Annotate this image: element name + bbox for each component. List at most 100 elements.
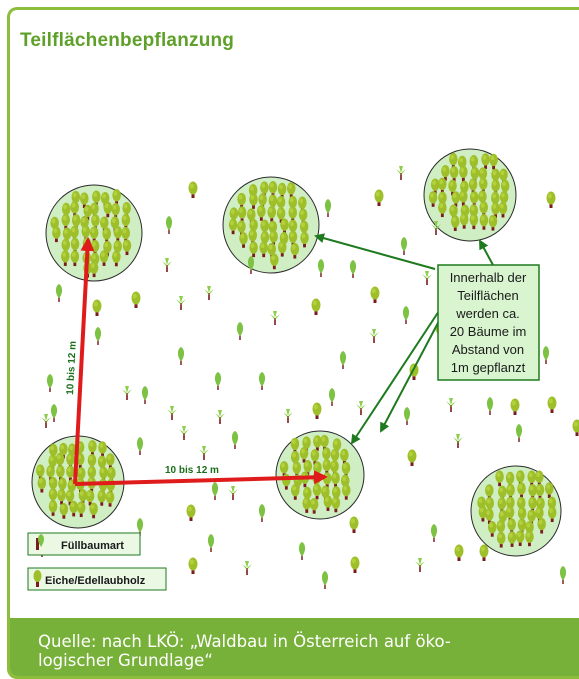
oak-tree-icon <box>298 208 308 225</box>
filler-tree-icon <box>46 374 54 392</box>
annotation-line-1: Innerhalb der <box>450 270 527 285</box>
oak-tree-icon <box>122 201 131 218</box>
oak-tree-icon <box>48 454 58 471</box>
oak-tree-icon <box>299 446 309 463</box>
oak-tree-icon <box>121 226 131 243</box>
filler-tree-icon <box>236 322 244 340</box>
oak-tree-icon <box>507 518 516 534</box>
oak-tree-icon <box>340 448 349 465</box>
oak-tree-icon <box>527 470 537 487</box>
oak-tree-icon <box>349 516 359 533</box>
oak-tree-icon <box>430 178 440 195</box>
oak-tree-icon <box>59 503 69 519</box>
oak-tree-icon <box>61 250 70 266</box>
oak-tree-icon <box>505 471 515 488</box>
planting-patch <box>222 176 320 274</box>
annotation-line-2: Teilflächen <box>457 288 518 303</box>
oak-tree-icon <box>450 215 460 231</box>
oak-tree-icon <box>48 500 58 516</box>
oak-tree-icon <box>300 231 309 248</box>
oak-tree-icon <box>438 177 447 194</box>
distance-arrows: 10 bis 12 m 10 bis 12 m <box>65 237 328 486</box>
oak-tree-icon <box>478 190 487 207</box>
oak-tree-icon <box>71 214 81 230</box>
oak-tree-icon <box>527 509 536 526</box>
sapling-icon <box>283 409 293 423</box>
oak-tree-icon <box>107 466 116 483</box>
oak-tree-icon <box>267 206 277 222</box>
filler-tree-icon <box>324 199 332 217</box>
oak-tree-icon <box>299 220 309 237</box>
oak-tree-icon <box>459 213 469 229</box>
oak-tree-icon <box>237 192 246 209</box>
filler-tree-icon <box>486 397 494 415</box>
oak-tree-icon <box>290 242 300 259</box>
sapling-icon <box>431 221 441 235</box>
filler-tree-icon <box>321 571 329 589</box>
oak-tree-icon <box>546 191 556 208</box>
oak-tree-icon <box>525 530 534 547</box>
filler-tree-icon <box>559 566 567 584</box>
legend-filler-label: Füllbaumart <box>61 540 124 552</box>
oak-tree-icon <box>485 496 495 513</box>
oak-tree-icon <box>237 206 247 222</box>
oak-tree-icon <box>428 191 438 207</box>
oak-tree-icon <box>290 484 300 500</box>
oak-tree-icon <box>57 488 66 505</box>
legend-oak-label: Eiche/Edellaubholz <box>45 575 146 587</box>
oak-tree-icon <box>237 220 246 237</box>
oak-tree-icon <box>102 227 111 244</box>
oak-tree-icon <box>332 438 342 454</box>
oak-tree-icon <box>70 201 79 217</box>
annotation-line-5: Abstand von <box>452 342 524 357</box>
oak-tree-icon <box>110 216 120 233</box>
planting-patches <box>31 148 562 557</box>
oak-tree-icon <box>537 517 546 534</box>
annotation-line-3: werden ca. <box>455 306 520 321</box>
sapling-icon <box>396 166 406 180</box>
oak-tree-icon <box>113 226 123 242</box>
oak-tree-icon <box>500 179 510 196</box>
oak-tree-icon <box>91 214 100 230</box>
oak-tree-icon <box>48 488 58 504</box>
filler-tree-icon <box>515 424 523 442</box>
sapling-icon <box>41 414 51 428</box>
oak-tree-icon <box>454 544 464 561</box>
oak-tree-icon <box>268 181 278 197</box>
oak-tree-icon <box>468 178 478 194</box>
oak-tree-icon <box>36 464 45 481</box>
oak-tree-icon <box>438 201 447 218</box>
oak-tree-icon <box>310 449 320 465</box>
oak-tree-icon <box>302 497 312 513</box>
oak-tree-icon <box>547 396 557 413</box>
filler-tree-icon <box>402 306 410 324</box>
oak-tree-icon <box>288 230 298 247</box>
sapling-icon <box>422 271 432 285</box>
oak-tree-icon <box>239 232 248 248</box>
oak-tree-icon <box>37 476 47 493</box>
filler-tree-icon <box>214 372 222 390</box>
oak-tree-icon <box>469 155 479 171</box>
oak-tree-icon <box>330 448 340 465</box>
filler-tree-icon <box>542 346 550 364</box>
oak-tree-icon <box>92 299 102 316</box>
oak-tree-icon <box>270 253 279 270</box>
oak-tree-icon <box>61 213 71 230</box>
oak-tree-icon <box>302 436 311 453</box>
oak-tree-icon <box>481 153 490 169</box>
planting-diagram: Innerhalb der Teilflächen werden ca. 20 … <box>27 148 579 591</box>
oak-tree-icon <box>322 458 332 475</box>
oak-tree-icon <box>99 250 109 266</box>
oak-tree-icon <box>517 518 527 535</box>
oak-tree-icon <box>499 190 509 207</box>
filler-tree-icon <box>50 404 58 422</box>
sapling-icon <box>270 311 280 325</box>
annotation-box: Innerhalb der Teilflächen werden ca. 20 … <box>437 264 540 381</box>
source-text: Quelle: nach LKÖ: „Waldbau in Österreich… <box>38 632 558 670</box>
oak-tree-icon <box>81 225 91 241</box>
oak-tree-icon <box>409 363 419 380</box>
oak-tree-icon <box>290 437 300 454</box>
oak-tree-icon <box>55 452 65 469</box>
oak-tree-icon <box>535 483 545 500</box>
oak-tree-icon <box>312 402 322 419</box>
